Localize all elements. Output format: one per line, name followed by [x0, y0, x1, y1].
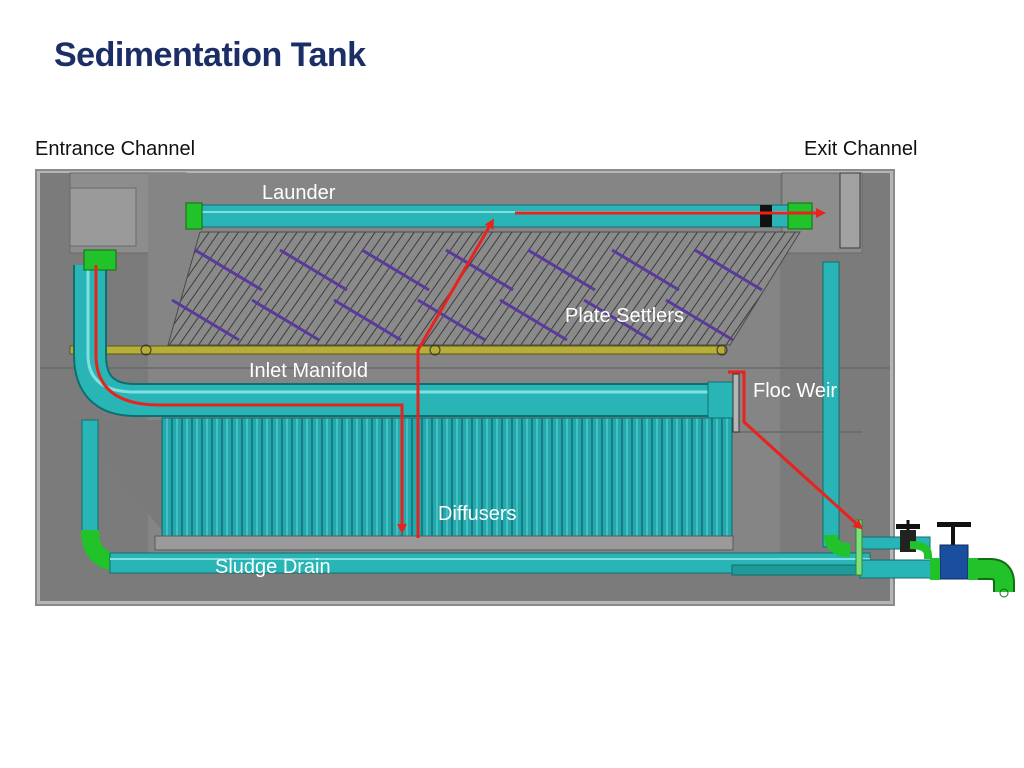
launder-end-fitting — [787, 202, 813, 230]
flow-arrow-up — [416, 218, 495, 538]
exit-channel-label: Exit Channel — [804, 138, 918, 160]
exit-channel-gate — [839, 172, 861, 249]
small-valve-icon — [896, 520, 932, 559]
sludge-drain-inner — [731, 564, 871, 576]
outlet-elbow — [978, 558, 1015, 598]
flow-arrow-floc-weir — [728, 370, 863, 530]
large-gate-valve-icon — [930, 522, 978, 580]
diffusers-label: Diffusers — [438, 503, 517, 525]
launder-label: Launder — [262, 182, 336, 204]
entrance-channel-label: Entrance Channel — [35, 138, 196, 160]
inlet-rod — [69, 345, 726, 355]
entrance-channel-inner — [69, 187, 137, 247]
diffusers-base — [154, 535, 734, 551]
floc-weir-label: Floc Weir — [753, 380, 838, 402]
sludge-drain-label: Sludge Drain — [215, 556, 331, 578]
inlet-green-fitting — [83, 249, 117, 271]
left-drain-pipe — [81, 419, 99, 536]
green-post — [855, 519, 863, 576]
plate-settler-supports — [171, 248, 763, 342]
launder-end-cap-left — [185, 202, 203, 230]
diffusers-array — [161, 417, 733, 537]
plate-settlers — [167, 231, 801, 346]
launder-pipe — [185, 204, 807, 228]
inlet-manifold-label: Inlet Manifold — [249, 360, 368, 382]
flow-arrow-inlet — [94, 265, 407, 534]
launder-valve — [760, 205, 772, 227]
slide-title: Sedimentation Tank — [54, 36, 366, 74]
floc-weir-post — [732, 373, 740, 433]
inlet-end-cap — [707, 381, 735, 419]
plate-settlers-label: Plate Settlers — [565, 305, 684, 327]
flow-arrows — [94, 208, 863, 538]
